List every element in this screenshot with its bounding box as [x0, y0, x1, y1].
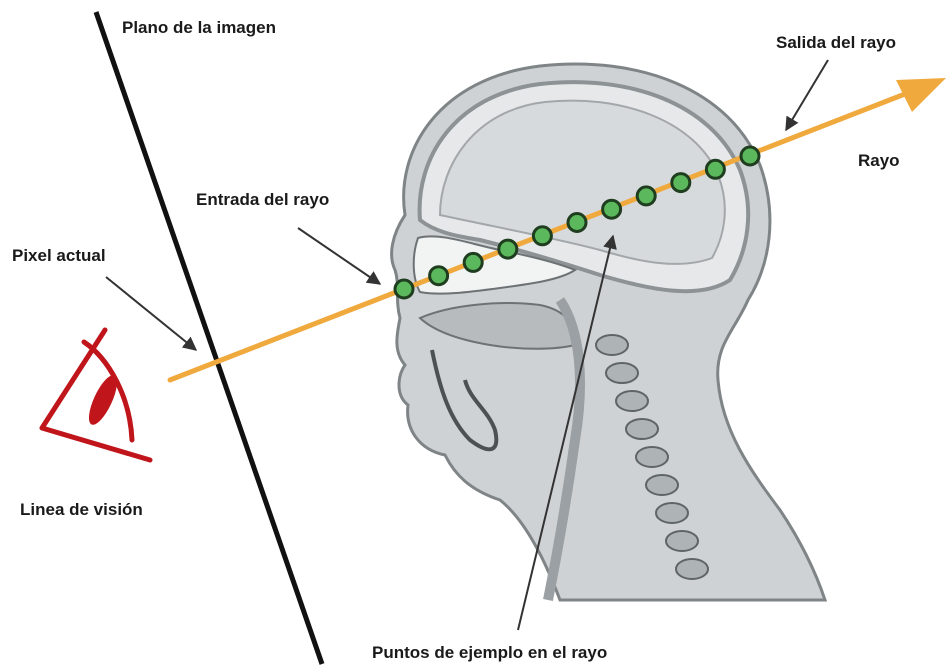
ray-exit-pointer — [785, 59, 829, 132]
sample-point — [393, 278, 415, 300]
sample-point — [739, 145, 761, 167]
sample-point — [566, 212, 588, 233]
nasal-cavity — [412, 235, 578, 295]
image-plane-label: Plano de la imagen — [122, 18, 276, 37]
vertebra — [635, 446, 669, 468]
vertebra — [655, 502, 689, 524]
brain-region — [438, 99, 726, 265]
sample-point — [462, 251, 484, 273]
line-of-sight-label: Linea de visión — [20, 500, 143, 519]
ray-entry-label: Entrada del rayo — [196, 190, 329, 209]
sample-points-pointer — [517, 234, 617, 631]
sample-points-label: Puntos de ejemplo en el rayo — [372, 643, 607, 662]
sample-point — [670, 172, 692, 194]
ray-entry-pointer — [297, 227, 382, 285]
sample-points — [393, 145, 761, 300]
sample-point — [601, 198, 623, 220]
vertebra — [645, 474, 679, 496]
ray-exit-label: Salida del rayo — [776, 33, 896, 52]
jaw-outline — [430, 349, 499, 452]
sample-point — [635, 185, 657, 207]
vertebra — [675, 558, 709, 580]
ray-label: Rayo — [858, 151, 900, 170]
eye-icon — [39, 327, 153, 463]
vertebra — [595, 334, 629, 356]
sample-point — [531, 225, 553, 247]
sample-point — [428, 265, 450, 287]
sample-point — [704, 158, 726, 180]
vertebra — [615, 390, 649, 412]
vertebra — [665, 530, 699, 552]
image-plane-line — [93, 11, 325, 665]
vertebra — [605, 362, 639, 384]
airway — [543, 297, 585, 601]
head-illustration — [390, 62, 828, 602]
vertebra — [625, 418, 659, 440]
arrowhead-icon — [896, 78, 946, 112]
current-pixel-pointer — [105, 276, 198, 351]
sample-point — [497, 238, 519, 260]
cervical-spine — [595, 334, 709, 580]
current-pixel-label: Pixel actual — [12, 246, 106, 265]
